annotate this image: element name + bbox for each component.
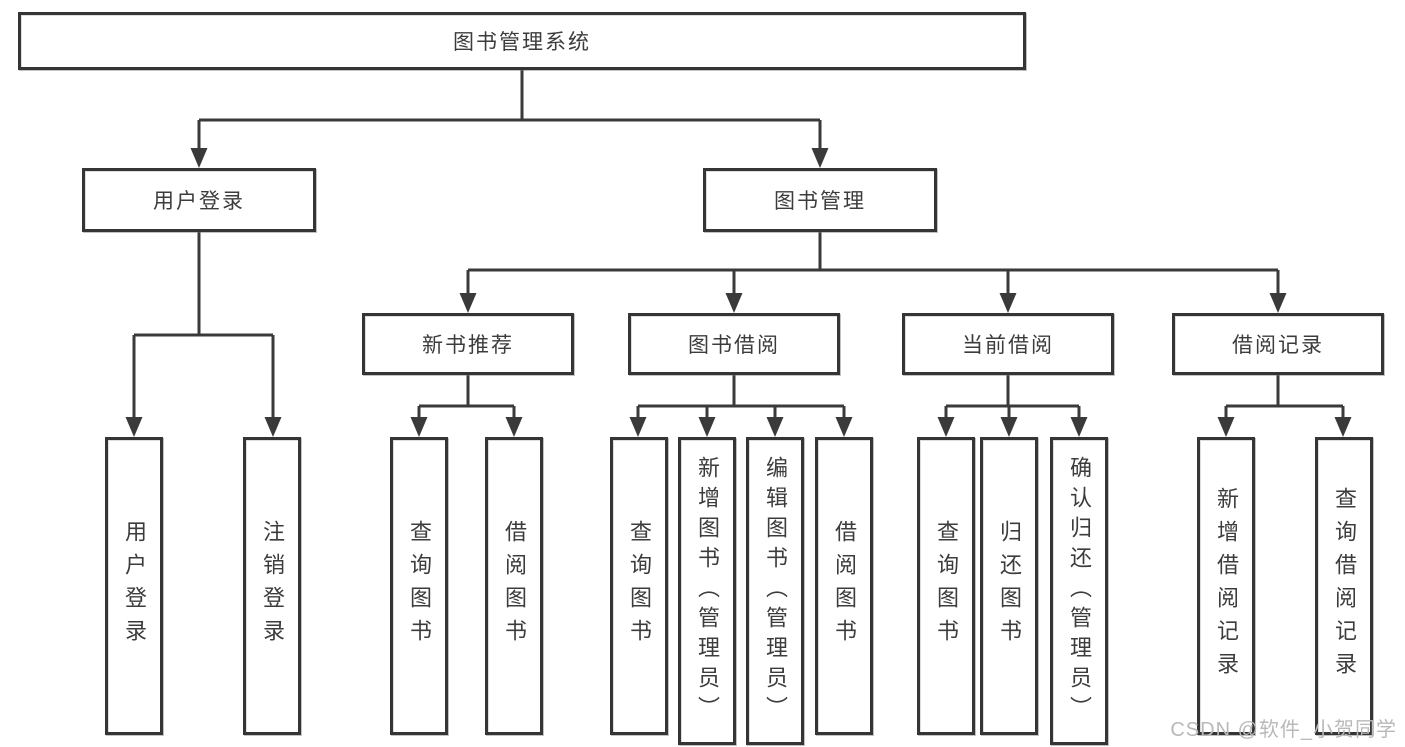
node-label: 图书管理系统 — [453, 31, 591, 54]
node-label: 借阅记录 — [1232, 334, 1324, 357]
node-label: 新书推荐 — [422, 334, 514, 357]
node-label: 注销登录 — [260, 520, 285, 652]
node-label: 借阅图书 — [502, 520, 527, 652]
leaf-confirm-return-admin: 确认归还（管理员） — [1050, 437, 1108, 745]
node-borrowing-records: 借阅记录 — [1172, 313, 1384, 375]
node-label: 当前借阅 — [962, 334, 1054, 357]
leaf-user-login: 用户登录 — [105, 437, 163, 735]
node-book-borrowing: 图书借阅 — [628, 313, 840, 375]
leaf-add-borrow-record: 新增借阅记录 — [1197, 437, 1255, 735]
node-label: 新增图书（管理员） — [695, 456, 720, 726]
leaf-add-books-admin: 新增图书（管理员） — [678, 437, 736, 745]
node-label: 新增借阅记录 — [1214, 487, 1239, 685]
node-label: 编辑图书（管理员） — [763, 456, 788, 726]
node-label: 查询图书 — [627, 520, 652, 652]
node-label: 用户登录 — [122, 520, 147, 652]
node-label: 图书借阅 — [688, 334, 780, 357]
leaf-borrow-books-borrowing: 借阅图书 — [815, 437, 873, 735]
leaf-query-borrow-record: 查询借阅记录 — [1315, 437, 1373, 735]
node-label: 查询图书 — [407, 520, 432, 652]
node-label: 图书管理 — [774, 190, 866, 213]
leaf-borrow-books-recommend: 借阅图书 — [485, 437, 543, 735]
node-label: 借阅图书 — [832, 520, 857, 652]
node-current-borrowing: 当前借阅 — [902, 313, 1114, 375]
node-user-login: 用户登录 — [82, 168, 316, 232]
node-label: 用户登录 — [153, 190, 245, 213]
leaf-query-books-borrowing: 查询图书 — [610, 437, 668, 735]
leaf-query-books-current: 查询图书 — [917, 437, 975, 735]
node-label: 归还图书 — [997, 520, 1022, 652]
node-label: 确认归还（管理员） — [1067, 456, 1092, 726]
node-library-management-system: 图书管理系统 — [18, 12, 1026, 70]
csdn-watermark: CSDN @软件_小贺同学 — [1170, 719, 1397, 741]
leaf-return-books: 归还图书 — [980, 437, 1038, 735]
leaf-edit-books-admin: 编辑图书（管理员） — [746, 437, 804, 745]
leaf-query-books-recommend: 查询图书 — [390, 437, 448, 735]
node-book-management: 图书管理 — [703, 168, 937, 232]
node-new-book-recommendation: 新书推荐 — [362, 313, 574, 375]
node-label: 查询图书 — [934, 520, 959, 652]
node-label: 查询借阅记录 — [1332, 487, 1357, 685]
leaf-logout-login: 注销登录 — [243, 437, 301, 735]
